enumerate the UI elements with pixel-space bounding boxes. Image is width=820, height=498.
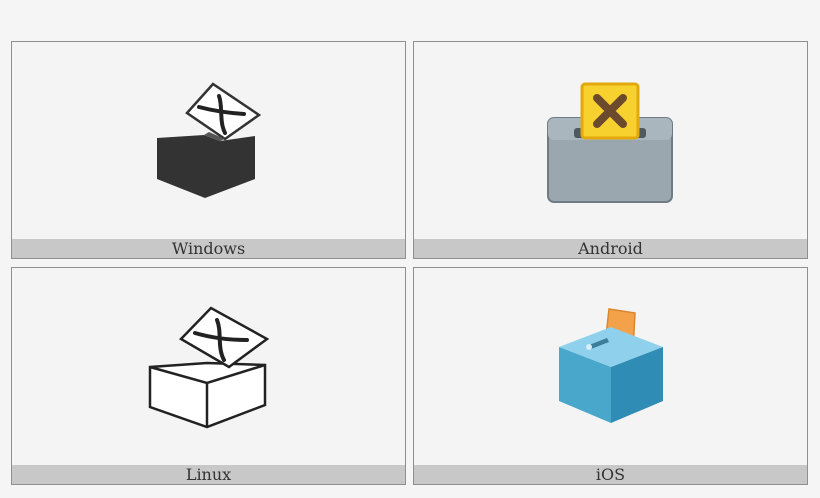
emoji-card-windows: Windows xyxy=(11,41,406,259)
platform-label: Windows xyxy=(12,239,405,258)
platform-label: Android xyxy=(414,239,807,258)
ballot-box-icon xyxy=(12,268,405,465)
emoji-card-ios: iOS xyxy=(413,267,808,485)
ballot-box-icon xyxy=(414,42,807,239)
platform-label: iOS xyxy=(414,465,807,484)
platform-label: Linux xyxy=(12,465,405,484)
ballot-box-icon xyxy=(414,268,807,465)
emoji-card-android: Android xyxy=(413,41,808,259)
ballot-box-icon xyxy=(12,42,405,239)
emoji-card-linux: Linux xyxy=(11,267,406,485)
